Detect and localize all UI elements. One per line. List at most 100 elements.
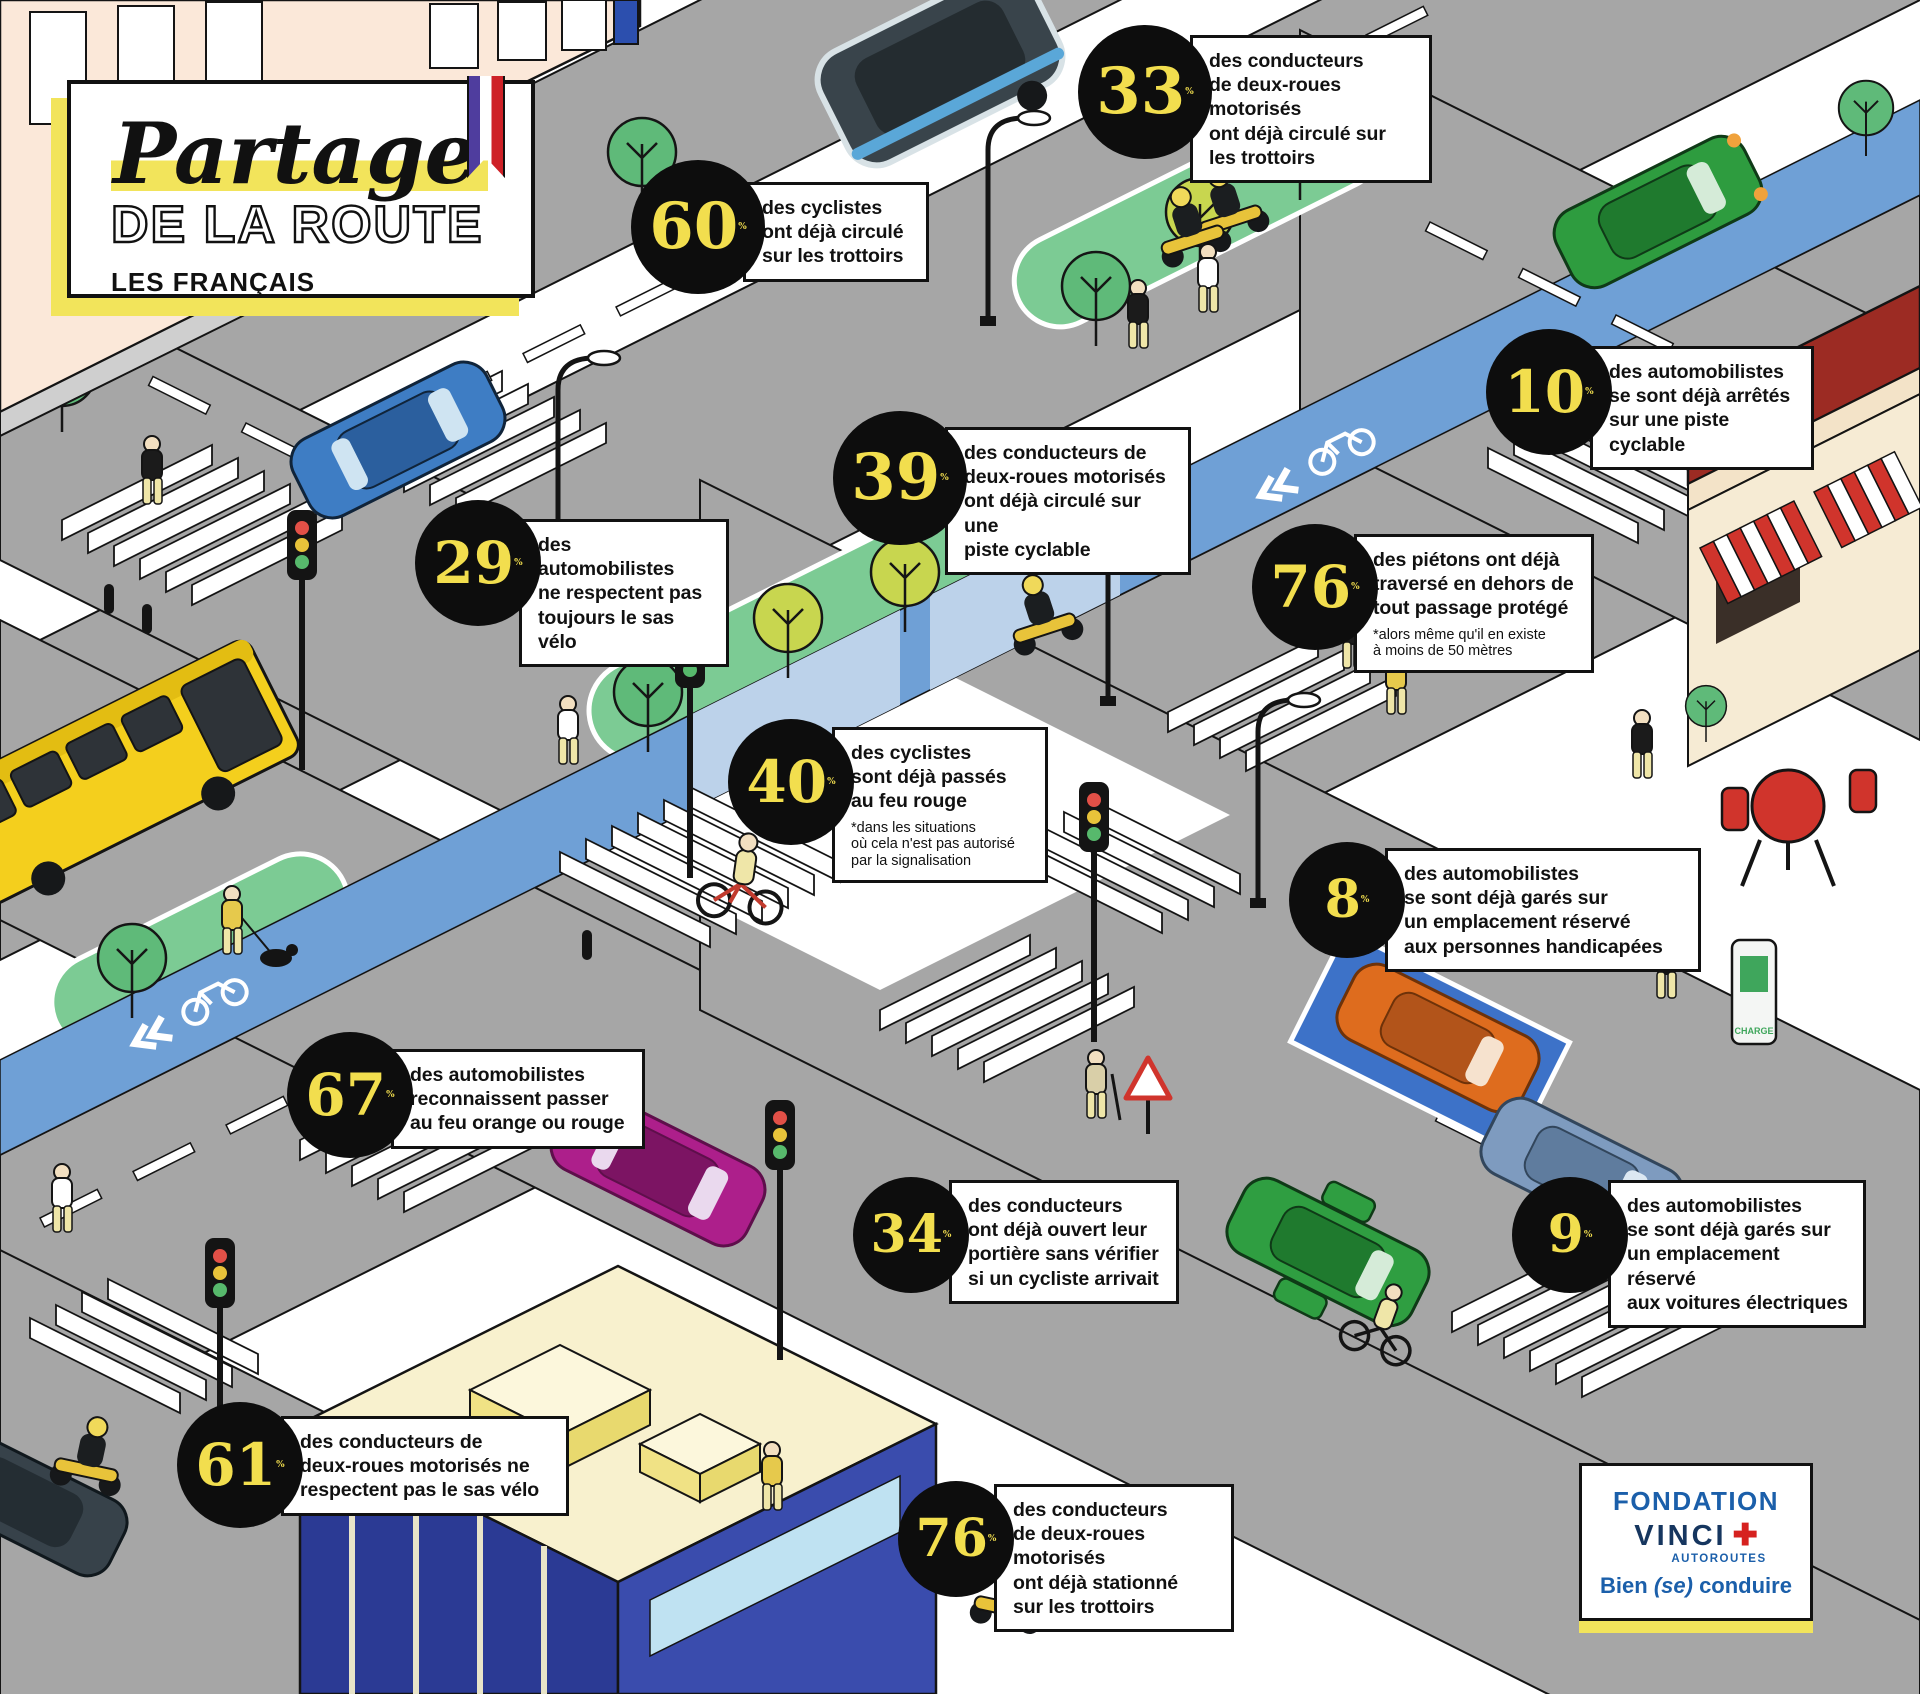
stat-bubble: 61% bbox=[177, 1402, 303, 1528]
stat-text: des conducteurs ont déjà ouvert leur por… bbox=[968, 1195, 1159, 1290]
stat-text-box: des piétons ont déjà traversé en dehors … bbox=[1354, 534, 1594, 673]
cafe-table bbox=[1720, 768, 1878, 887]
stat-value: 67 bbox=[305, 1061, 387, 1129]
old-man-with-cane bbox=[1085, 1049, 1122, 1121]
stat-text: des conducteurs de deux-roues motorisés … bbox=[964, 442, 1166, 561]
car-green-open-doors bbox=[1225, 1176, 1431, 1328]
stat-value: 76 bbox=[915, 1508, 988, 1569]
stat-text-box: des cyclistes ont déjà circulé sur les t… bbox=[743, 182, 929, 282]
stat-value: 76 bbox=[1270, 553, 1352, 621]
ev-charging-station: CHARGE bbox=[1730, 938, 1778, 1046]
stat-footnote: *alors même qu'il en existe à moins de 5… bbox=[1373, 626, 1546, 660]
stat-bubble: 40% bbox=[728, 719, 854, 845]
stat-text-box: des automobilistes se sont déjà garés su… bbox=[1385, 848, 1701, 972]
infographic-tagline: LES FRANÇAIS bbox=[111, 266, 316, 297]
fondation-vinci-logo-card: FONDATION VINCI ✚ AUTOROUTES Bien (se) c… bbox=[1579, 1463, 1813, 1621]
percent-sign: % bbox=[738, 222, 747, 232]
infographic-subtitle: DE LA ROUTE bbox=[110, 196, 484, 254]
stat-text-box: des automobilistes reconnaissent passer … bbox=[391, 1049, 645, 1149]
awning bbox=[1698, 500, 1823, 605]
autoroutes-label: AUTOROUTES bbox=[1671, 1552, 1767, 1565]
car-dark bbox=[0, 1426, 129, 1578]
stat-text: des automobilistes se sont déjà garés su… bbox=[1404, 863, 1663, 958]
stat-value: 60 bbox=[649, 189, 739, 264]
fondation-label: FONDATION bbox=[1612, 1485, 1780, 1516]
cyclist bbox=[696, 832, 784, 926]
stat-footnote: *dans les situations où cela n'est pas a… bbox=[851, 819, 1015, 869]
percent-sign: % bbox=[1185, 87, 1194, 97]
stat-value: 61 bbox=[195, 1431, 277, 1499]
stat-bubble: 76% bbox=[898, 1481, 1014, 1597]
vinci-tagline: Bien (se) conduire bbox=[1582, 1573, 1810, 1599]
stat-bubble: 9% bbox=[1512, 1177, 1628, 1293]
stat-text-box: des automobilistes ne respectent pas tou… bbox=[519, 519, 729, 667]
stat-text-box: des cyclistes sont déjà passés au feu ro… bbox=[832, 727, 1048, 883]
percent-sign: % bbox=[827, 777, 836, 787]
stat-bubble: 34% bbox=[853, 1177, 969, 1293]
stat-text-box: des conducteurs de deux-roues motorisés … bbox=[281, 1416, 569, 1516]
stat-text-box: des conducteurs ont déjà ouvert leur por… bbox=[949, 1180, 1179, 1304]
street-furniture: CHARGE bbox=[104, 111, 1778, 1498]
stat-value: 34 bbox=[870, 1204, 943, 1265]
car-blue bbox=[289, 360, 507, 520]
vinci-brand-label: VINCI bbox=[1634, 1519, 1727, 1552]
infographic-title: Partage bbox=[111, 112, 488, 196]
percent-sign: % bbox=[942, 1230, 952, 1240]
percent-sign: % bbox=[1585, 387, 1594, 397]
stat-bubble: 67% bbox=[287, 1032, 413, 1158]
vinci-plus-icon: ✚ bbox=[1732, 1518, 1758, 1552]
stat-bubble: 39% bbox=[833, 411, 967, 545]
percent-sign: % bbox=[276, 1460, 285, 1470]
stat-text: des conducteurs de deux-roues motorisés … bbox=[1209, 50, 1386, 169]
percent-sign: % bbox=[1583, 1230, 1593, 1240]
bollards bbox=[104, 584, 592, 960]
cyclist bbox=[1338, 1283, 1412, 1367]
blue-door bbox=[613, 0, 639, 45]
stat-value: 8 bbox=[1324, 869, 1361, 930]
percent-sign: % bbox=[987, 1534, 997, 1544]
stat-text-box: des automobilistes se sont déjà garés su… bbox=[1608, 1180, 1866, 1328]
stat-text: des cyclistes ont déjà circulé sur les t… bbox=[762, 197, 904, 268]
two-wheelers bbox=[46, 155, 1412, 1638]
stat-text: des automobilistes se sont déjà garés su… bbox=[1627, 1195, 1848, 1314]
percent-sign: % bbox=[1360, 895, 1370, 905]
stat-text-box: des conducteurs de deux-roues motorisés … bbox=[945, 427, 1191, 575]
bus bbox=[0, 639, 300, 905]
stat-value: 39 bbox=[851, 440, 941, 515]
stat-bubble: 76% bbox=[1252, 524, 1378, 650]
awning bbox=[1812, 450, 1920, 549]
stat-value: 33 bbox=[1096, 54, 1186, 129]
stat-text: des automobilistes ne respectent pas tou… bbox=[538, 534, 703, 653]
warning-sign-sas-velo bbox=[1123, 1055, 1173, 1134]
stat-value: 29 bbox=[433, 529, 515, 597]
stat-value: 40 bbox=[746, 748, 828, 816]
vinci-tagline-prefix: Bien bbox=[1600, 1572, 1654, 1598]
vinci-tagline-suffix: conduire bbox=[1692, 1572, 1792, 1598]
stat-text-box: des automobilistes se sont déjà arrêtés … bbox=[1590, 346, 1814, 470]
percent-sign: % bbox=[386, 1090, 395, 1100]
pedestrians bbox=[51, 243, 1715, 1511]
stat-text-box: des conducteurs de deux-roues motorisés … bbox=[1190, 35, 1432, 183]
stat-text: des automobilistes reconnaissent passer … bbox=[410, 1064, 625, 1135]
percent-sign: % bbox=[940, 473, 949, 483]
stat-text: des piétons ont déjà traversé en dehors … bbox=[1373, 549, 1574, 620]
stat-value: 10 bbox=[1504, 358, 1586, 426]
vinci-tagline-se: (se) bbox=[1653, 1572, 1693, 1598]
stat-text-box: des conducteurs de deux-roues motorisés … bbox=[994, 1484, 1234, 1632]
car-orange bbox=[1335, 962, 1541, 1114]
stat-text: des automobilistes se sont déjà arrêtés … bbox=[1609, 361, 1791, 456]
percent-sign: % bbox=[1351, 582, 1360, 592]
stat-text: des conducteurs de deux-roues motorisés … bbox=[1013, 1499, 1179, 1618]
stat-bubble: 8% bbox=[1289, 842, 1405, 958]
stat-bubble: 29% bbox=[415, 500, 541, 626]
car-green-stopped bbox=[1552, 133, 1768, 290]
charge-label: CHARGE bbox=[1734, 1026, 1773, 1036]
percent-sign: % bbox=[514, 558, 523, 568]
title-card: Partage DE LA ROUTE LES FRANÇAIS bbox=[67, 76, 535, 298]
stat-text: des cyclistes sont déjà passés au feu ro… bbox=[851, 742, 1007, 813]
stat-value: 9 bbox=[1547, 1204, 1584, 1265]
autonomous-shuttle bbox=[814, 0, 1066, 169]
stat-text: des conducteurs de deux-roues motorisés … bbox=[300, 1431, 540, 1502]
stat-bubble: 33% bbox=[1078, 25, 1212, 159]
